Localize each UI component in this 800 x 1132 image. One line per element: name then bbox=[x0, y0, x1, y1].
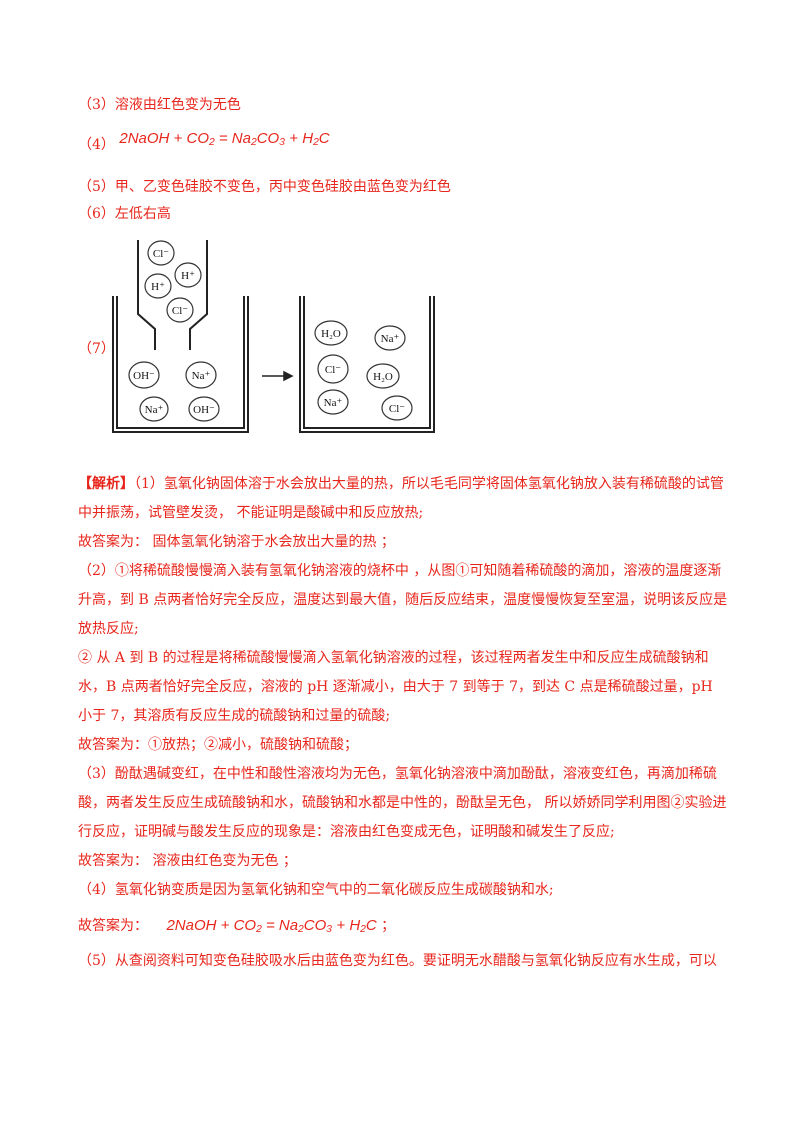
answer-4-equation: 2NaOH + CO₂ = Na₂CO₃ + H₂C bbox=[119, 130, 330, 147]
answer-5: （5）甲、乙变色硅胶不变色，丙中变色硅胶由蓝色变为红色 bbox=[78, 179, 451, 195]
reaction-arrow bbox=[262, 370, 294, 382]
tube-ion-3: H⁺ bbox=[151, 281, 165, 293]
neutralization-diagram: Cl⁻ H⁺ H⁺ Cl⁻ OH⁻ Na⁺ Na⁺ OH⁻ H₂O Na⁺ Cl… bbox=[112, 240, 435, 433]
right-ion-4: H₂O bbox=[373, 371, 393, 383]
analysis-p5: （5）从查阅资料可知变色硅胶吸水后由蓝色变为红色。要证明无水醋酸与氢氧化钠反应有… bbox=[78, 953, 717, 969]
answer-4: （4） 2NaOH + CO₂ = Na₂CO₃ + H₂C bbox=[78, 130, 330, 154]
analysis-p3: （3）酚酞遇碱变红，在中性和酸性溶液均为无色，氢氧化钠溶液中滴加酚酞，溶液变红色… bbox=[78, 766, 727, 840]
answer-3: （3）溶液由红色变为无色 bbox=[78, 97, 241, 113]
answer-line-4-suffix: ； bbox=[381, 918, 396, 934]
answer-line-4-prefix: 故答案为： bbox=[78, 918, 148, 934]
answer-4-number: （4） bbox=[78, 137, 115, 153]
analysis-p1-text: （1）氢氧化钠固体溶于水会放出大量的热，所以毛毛同学将固体氢氧化钠放入装有稀硫酸… bbox=[78, 476, 724, 521]
answer-7-number: （7） bbox=[78, 341, 115, 357]
analysis-p1: 【解析】（1）氢氧化钠固体溶于水会放出大量的热，所以毛毛同学将固体氢氧化钠放入装… bbox=[78, 470, 728, 528]
analysis-p2: （2）①将稀硫酸慢慢滴入装有氢氧化钠溶液的烧杯中 ，从图①可知随着稀硫酸的滴加，… bbox=[78, 563, 728, 637]
answer-line-2: 故答案为：①放热；②减小，硫酸钠和硫酸； bbox=[78, 737, 358, 753]
answer-6: （6）左低右高 bbox=[78, 206, 171, 222]
right-beaker bbox=[299, 296, 435, 433]
analysis-tag: 【解析】 bbox=[78, 476, 134, 492]
left-ion-2: Na⁺ bbox=[192, 370, 211, 382]
answer-line-4: 故答案为： 2NaOH + CO₂ = Na₂CO₃ + H₂C ； bbox=[78, 911, 728, 941]
analysis-section: 【解析】（1）氢氧化钠固体溶于水会放出大量的热，所以毛毛同学将固体氢氧化钠放入装… bbox=[78, 470, 728, 976]
left-ion-1: OH⁻ bbox=[133, 370, 155, 382]
tube-ion-1: Cl⁻ bbox=[153, 248, 169, 260]
right-ion-1: H₂O bbox=[321, 328, 341, 340]
answer-line-1: 故答案为： 固体氢氧化钠溶于水会放出大量的热 ； bbox=[78, 534, 395, 550]
tube-ion-2: H⁺ bbox=[181, 270, 195, 282]
right-ion-2: Na⁺ bbox=[381, 333, 400, 345]
answer-line-3: 故答案为： 溶液由红色变为无色 ； bbox=[78, 853, 297, 869]
left-ion-3: Na⁺ bbox=[145, 404, 164, 416]
right-ion-6: Cl⁻ bbox=[389, 403, 405, 415]
analysis-p4: （4）氢氧化钠变质是因为氢氧化钠和空气中的二氧化碳反应生成碳酸钠和水; bbox=[78, 882, 554, 898]
right-ion-3: Cl⁻ bbox=[325, 364, 341, 376]
answer-line-4-equation: 2NaOH + CO₂ = Na₂CO₃ + H₂C bbox=[166, 917, 377, 934]
analysis-p2b: ② 从 A 到 B 的过程是将稀硫酸慢慢滴入氢氧化钠溶液的过程，该过程两者发生中… bbox=[78, 650, 713, 724]
dropper-tube bbox=[137, 240, 156, 350]
right-ion-5: Na⁺ bbox=[324, 397, 343, 409]
tube-ion-4: Cl⁻ bbox=[172, 305, 188, 317]
left-ion-4: OH⁻ bbox=[193, 404, 215, 416]
left-beaker bbox=[112, 296, 249, 433]
